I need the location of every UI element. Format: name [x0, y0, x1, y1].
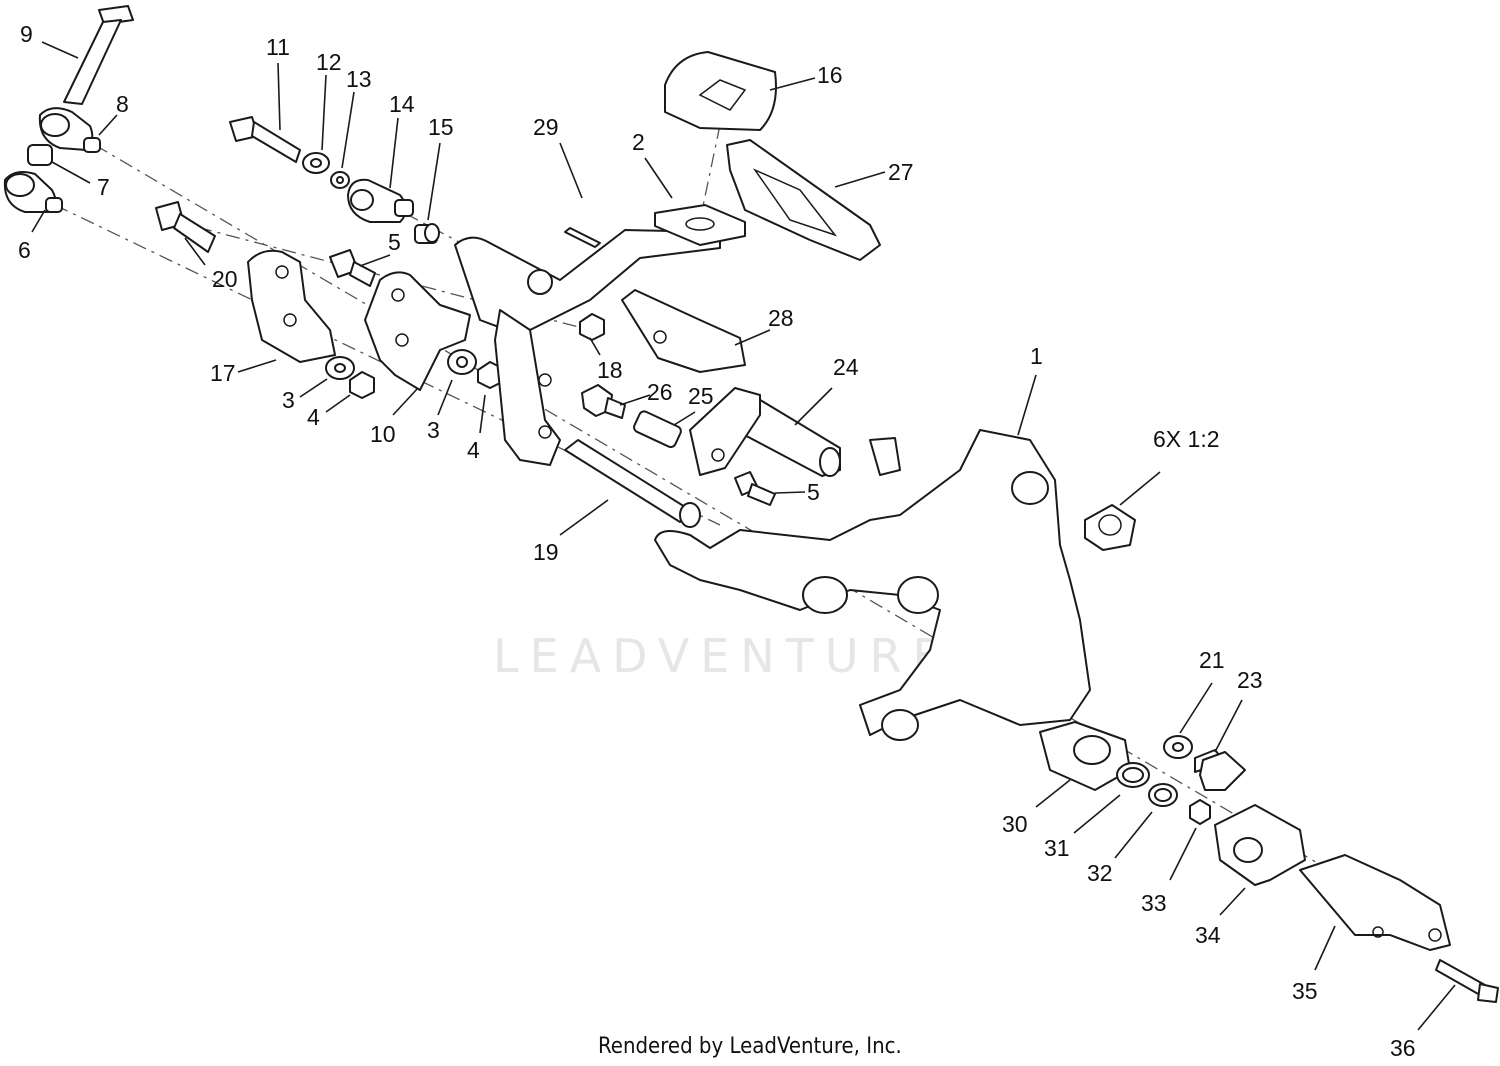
callout-labels: 1 2 3 3 4 4 5 5 6 7 8 9 10 11 12 13 14 1…: [18, 21, 1416, 1061]
part-23-bolt: [1194, 749, 1246, 791]
part-11-bolt: [229, 116, 301, 163]
part-33-nut: [1189, 799, 1211, 825]
part-25-bushing: [633, 410, 682, 449]
part-26-grease-fitting: [581, 384, 626, 419]
callout-26: 26: [647, 379, 673, 405]
part-27-pedal-cover: [726, 139, 881, 261]
part-20-bolt: [155, 201, 216, 253]
callout-32: 32: [1087, 860, 1113, 886]
callout-29: 29: [533, 114, 559, 140]
callout-21: 21: [1199, 647, 1225, 673]
callout-5-lower: 5: [807, 479, 820, 505]
callout-30: 30: [1002, 811, 1028, 837]
callout-6x-bushing: 6X 1:2: [1153, 426, 1220, 452]
callout-24: 24: [833, 354, 859, 380]
callout-13: 13: [346, 66, 372, 92]
callout-18: 18: [597, 357, 623, 383]
part-13-washer: [330, 171, 350, 189]
callout-31: 31: [1044, 835, 1070, 861]
part-21-washer: [1163, 735, 1193, 759]
part-34-sensor: [1214, 804, 1306, 886]
callout-3-left: 3: [282, 387, 295, 413]
callout-2: 2: [632, 129, 645, 155]
callout-14: 14: [389, 91, 415, 117]
part-35-guard: [1299, 854, 1451, 951]
callout-35: 35: [1292, 978, 1318, 1004]
part-30-bearing-housing: [1039, 721, 1131, 791]
callout-4-right: 4: [467, 437, 480, 463]
part-5-bolt-upper: [329, 249, 376, 287]
callout-15: 15: [428, 114, 454, 140]
callout-10: 10: [370, 421, 396, 447]
part-4-nut-left: [349, 371, 375, 399]
callout-9: 9: [20, 21, 33, 47]
part-bushing-6x: [1084, 504, 1136, 551]
part-31-ring: [1116, 762, 1150, 788]
watermark: LEADVENTURE: [493, 629, 953, 683]
part-32-snap-ring: [1148, 783, 1178, 807]
part-18-nut: [579, 313, 605, 341]
part-2-pedal-plate: [654, 204, 746, 246]
part-16-pedal-pad: [664, 51, 777, 131]
part-1-housing: [654, 429, 1091, 741]
part-9-bolt: [63, 5, 134, 105]
callout-3-right: 3: [427, 417, 440, 443]
callout-25: 25: [688, 383, 714, 409]
parts: [3, 5, 1499, 1003]
part-5-bolt-lower: [734, 471, 776, 506]
callout-20: 20: [212, 266, 238, 292]
callout-5-upper: 5: [388, 229, 401, 255]
part-3-washer-right: [447, 349, 477, 375]
callout-7: 7: [97, 174, 110, 200]
callout-27: 27: [888, 159, 914, 185]
part-8-ball-joint: [38, 107, 101, 153]
part-14-rod-end: [347, 178, 414, 223]
footer-credit: Rendered by LeadVenture, Inc.: [598, 1034, 902, 1059]
callout-16: 16: [817, 62, 843, 88]
part-36-screw: [1435, 959, 1499, 1003]
part-pedal-arm: [454, 229, 721, 466]
part-17-bracket: [247, 249, 336, 363]
callout-23: 23: [1237, 667, 1263, 693]
part-7-spacer: [27, 144, 53, 166]
callout-28: 28: [768, 305, 794, 331]
part-19-shaft: [564, 439, 701, 528]
callout-8: 8: [116, 91, 129, 117]
part-pivot-bracket: [689, 387, 761, 476]
callout-11: 11: [266, 34, 290, 60]
part-28-bracket: [621, 289, 746, 373]
callout-1: 1: [1030, 343, 1043, 369]
callout-4-left: 4: [307, 404, 320, 430]
part-10-plate: [364, 271, 471, 391]
callout-34: 34: [1195, 922, 1221, 948]
callout-36: 36: [1390, 1035, 1416, 1061]
callout-12: 12: [316, 49, 342, 75]
part-15-bushing: [414, 223, 440, 244]
part-6-ball-joint: [3, 171, 63, 213]
part-12-washer: [302, 152, 330, 174]
part-3-washer-left: [325, 356, 355, 380]
part-29-roll-pin: [564, 227, 601, 248]
callout-19: 19: [533, 539, 559, 565]
callout-17: 17: [210, 360, 236, 386]
callout-33: 33: [1141, 890, 1167, 916]
callout-6: 6: [18, 237, 31, 263]
leader-lines: [31, 41, 1456, 1031]
